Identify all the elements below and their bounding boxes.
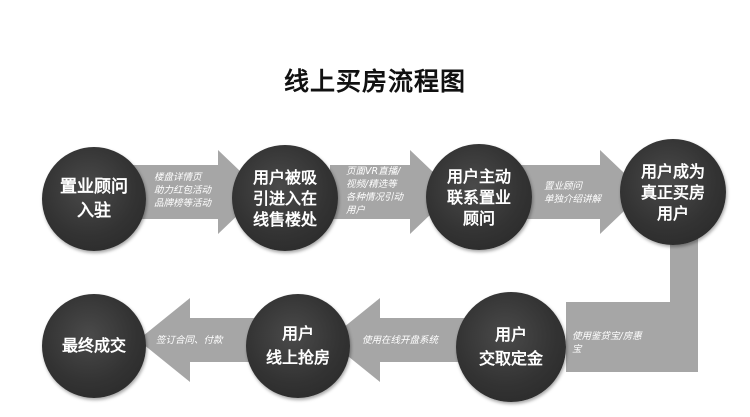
arrow-note-1: 楼盘详情页 助力红包活动 品牌榜等活动 (154, 172, 212, 209)
page-title: 线上买房流程图 (283, 67, 466, 96)
step-node-4: 用户成为 真正买房 用户 (620, 139, 726, 245)
step-node-5: 用户 交取定金 (456, 292, 566, 402)
step-node-7: 最终成交 (42, 294, 146, 398)
step-node-4-label: 用户成为 真正买房 用户 (640, 161, 705, 223)
step-node-6: 用户 线上抢房 (246, 294, 350, 398)
arrow-4-to-5 (566, 238, 698, 372)
step-node-5-label: 用户 交取定金 (478, 325, 543, 368)
step-node-2-label: 用户被吸 引进入在 线售楼处 (252, 167, 317, 229)
step-node-1-label: 置业顾问 入驻 (60, 177, 128, 221)
step-node-7-label: 最终成交 (61, 336, 126, 355)
arrow-note-6: 签订合同、付款 (156, 335, 223, 346)
arrow-note-5: 使用在线开盘系统 (362, 335, 439, 346)
step-node-2: 用户被吸 引进入在 线售楼处 (232, 145, 338, 251)
arrow-2-to-3 (330, 150, 454, 234)
arrow-note-4: 使用鉴贷宝/房惠 宝 (572, 331, 642, 355)
step-node-3: 用户主动 联系置业 顾问 (426, 144, 532, 250)
step-node-3-label: 用户主动 联系置业 顾问 (446, 166, 511, 228)
step-node-6-label: 用户 线上抢房 (265, 324, 330, 367)
step-node-1: 置业顾问 入驻 (42, 147, 146, 251)
arrow-3-to-4 (515, 150, 644, 234)
arrow-note-2: 页面VR直播/ 视频/精选等 各种情况引动 用户 (346, 166, 404, 216)
arrow-note-3: 置业顾问 单独介绍讲解 (544, 181, 602, 205)
arrow-1-to-2 (128, 150, 262, 234)
